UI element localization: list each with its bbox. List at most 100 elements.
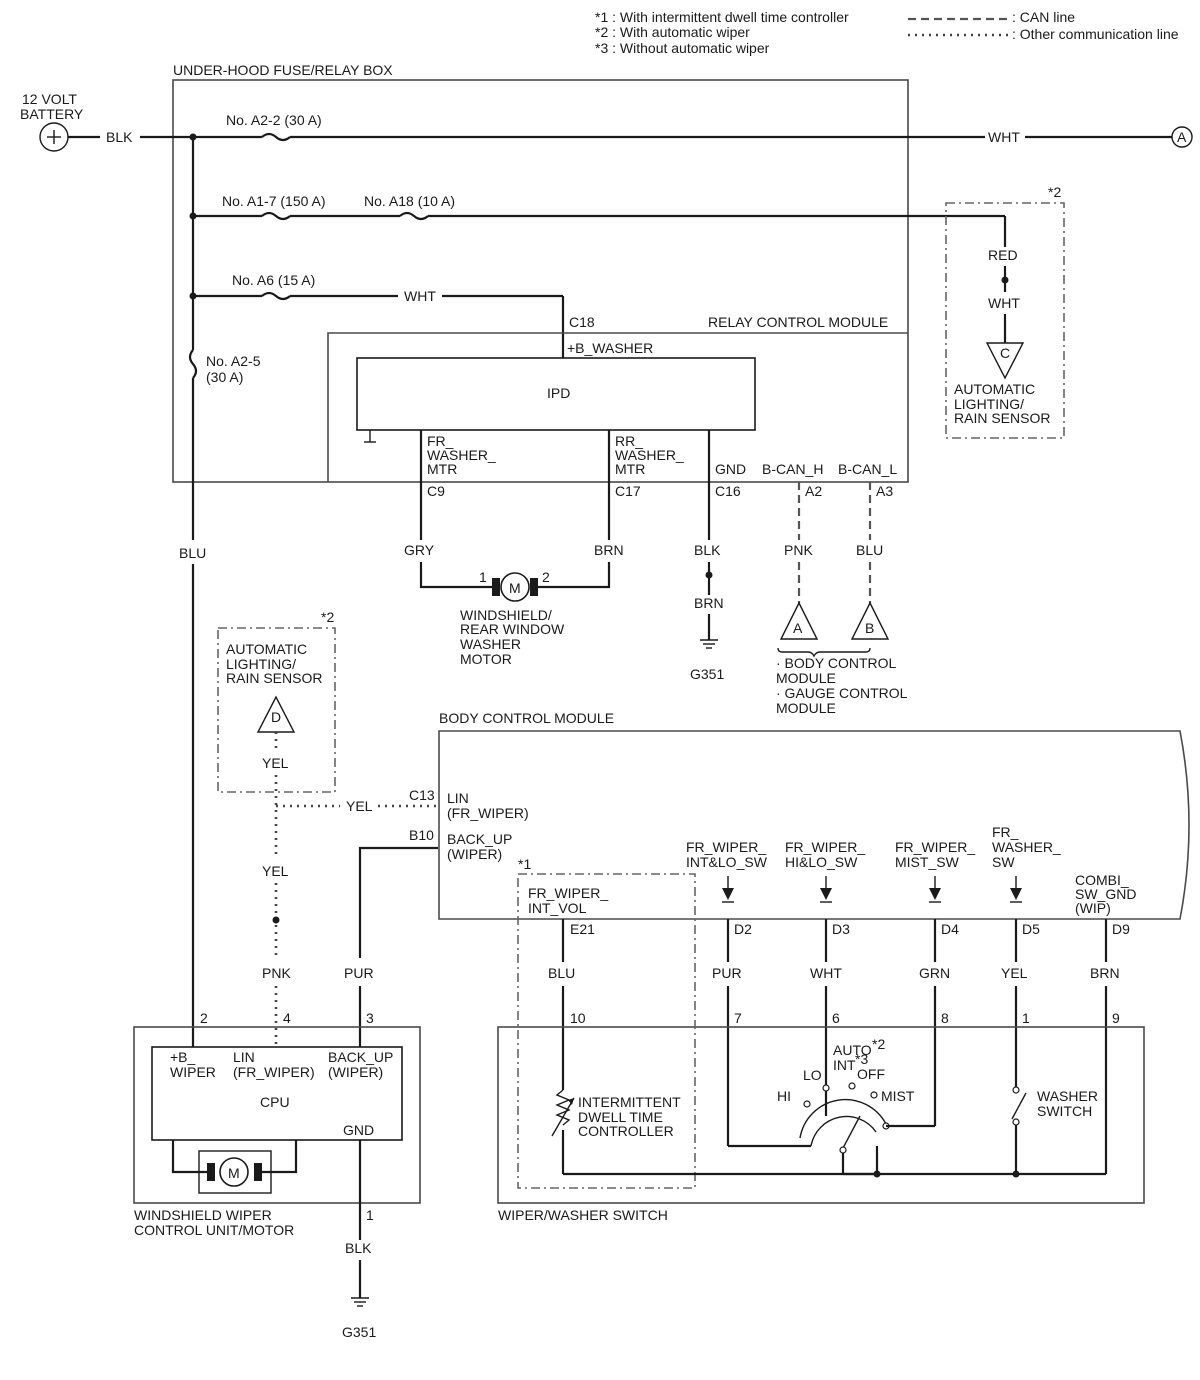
wm-gnd: GND xyxy=(343,1122,374,1138)
wire-blk-gnd: BLK xyxy=(345,1240,372,1256)
pin-c9: C9 xyxy=(427,483,445,499)
blu-feed: BLU xyxy=(179,545,206,1047)
washer-pin-2: 2 xyxy=(542,569,550,585)
washer-label-2: REAR WINDOW xyxy=(460,621,565,637)
fuse-a1-7-icon xyxy=(261,211,291,221)
relay-control-module: RELAY CONTROL MODULE C18 +B_WASHER IPD F… xyxy=(327,314,908,540)
controller-label-2: DWELL TIME xyxy=(578,1109,663,1125)
washer-motor-icon xyxy=(500,572,530,602)
wiper-unit-outline xyxy=(133,1026,421,1204)
wire-brn-ground: BRN xyxy=(694,595,724,611)
wm-backup-1: BACK_UP xyxy=(328,1049,393,1065)
pin-d4: D4 xyxy=(941,921,959,937)
battery-wire-label: BLK xyxy=(106,129,133,145)
pin-c13: C13 xyxy=(409,787,435,803)
wm-pin-gnd: 1 xyxy=(366,1207,374,1223)
combi-1: COMBI_ xyxy=(1075,872,1129,888)
wire-blk-top: BLK xyxy=(694,542,721,558)
wm-b-wiper-1: +B_ xyxy=(170,1049,196,1065)
pin-c17: C17 xyxy=(615,483,641,499)
int-vol-1: FR_WIPER_ xyxy=(528,885,608,901)
bcm-note-1: *1 xyxy=(518,856,531,872)
switch-int-note: *3 xyxy=(855,1051,868,1067)
gnd-label: GND xyxy=(715,461,746,477)
washer-switch-label-2: SWITCH xyxy=(1037,1103,1092,1119)
wiper-unit-title-1: WINDSHIELD WIPER xyxy=(134,1207,272,1223)
wire-gry: GRY xyxy=(404,542,435,558)
pin-d5: D5 xyxy=(1022,921,1040,937)
fuse-a1-7-label: No. A1-7 (150 A) xyxy=(222,193,326,209)
combi-2: SW_GND xyxy=(1075,886,1136,902)
can-target-3: · GAUGE CONTROL xyxy=(776,685,908,701)
connector-b-triangle xyxy=(850,601,890,640)
wire-blu-can: BLU xyxy=(856,542,883,558)
rain-sensor-left-label-2: LIGHTING/ xyxy=(226,656,296,672)
wiper-unit-title-2: CONTROL UNIT/MOTOR xyxy=(134,1222,294,1238)
rain-sensor-left: *2 AUTOMATIC LIGHTING/ RAIN SENSOR D YEL xyxy=(217,609,336,793)
legend-comm-label: : Other communication line xyxy=(1012,26,1179,42)
switch-wires xyxy=(561,919,1108,1174)
wire-pnk-lin: PNK xyxy=(262,965,291,981)
switch-auto: AUTO xyxy=(833,1042,872,1058)
fuse-a6-icon xyxy=(261,291,291,301)
rain-sensor-top-outline xyxy=(945,202,1065,439)
connector-a-label: A xyxy=(1177,129,1187,145)
wm-lin-1: LIN xyxy=(233,1049,255,1065)
sw-pin-10: 10 xyxy=(570,1010,586,1026)
wm-backup-2: (WIPER) xyxy=(328,1064,383,1080)
wire-wht-top: WHT xyxy=(988,129,1020,145)
washer-motor-m: M xyxy=(509,580,521,596)
rain-sensor-top-note: *2 xyxy=(1048,184,1061,200)
pin-a2: A2 xyxy=(805,483,822,499)
pin-b10: B10 xyxy=(409,827,434,843)
wire-red: RED xyxy=(988,247,1018,263)
wiper-motor-unit: WINDSHIELD WIPER CONTROL UNIT/MOTOR 2 4 … xyxy=(133,1010,421,1340)
bcm-title: BODY CONTROL MODULE xyxy=(439,710,614,726)
wire-brn-motor: BRN xyxy=(594,542,624,558)
ground-name-top: G351 xyxy=(690,666,724,682)
switch-int: INT xyxy=(833,1057,856,1073)
sw-pin-6: 6 xyxy=(832,1010,840,1026)
cpu-block xyxy=(151,1046,403,1141)
wiper-switch-title: WIPER/WASHER SWITCH xyxy=(498,1207,668,1223)
rain-sensor-left-label-3: RAIN SENSOR xyxy=(226,670,322,686)
pin-d3: D3 xyxy=(832,921,850,937)
connector-a-tri-label: A xyxy=(793,620,803,636)
sw-pin-1: 1 xyxy=(1022,1010,1030,1026)
wire-yel-h: YEL xyxy=(346,798,373,814)
wm-pin-2: 2 xyxy=(200,1010,208,1026)
washer-label-3: WASHER xyxy=(460,636,521,652)
washer-label-1: WINDSHIELD/ xyxy=(460,607,552,623)
connector-c-triangle xyxy=(985,342,1025,380)
pin-d9: D9 xyxy=(1112,921,1130,937)
fuse-a2-5-rating: (30 A) xyxy=(206,369,243,385)
switch-mist: MIST xyxy=(881,1088,915,1104)
bcm-backup: BACK_UP xyxy=(447,831,512,847)
washer-pin-1: 1 xyxy=(479,569,487,585)
body-control-module: BODY CONTROL MODULE C13 LIN (FR_WIPER) B… xyxy=(409,710,1190,981)
can-target-2: MODULE xyxy=(776,670,836,686)
rain-sensor-left-outline xyxy=(217,627,336,793)
dwell-controller-optional-outline xyxy=(517,873,696,1189)
connector-b-tri-label: B xyxy=(865,620,874,636)
legend-can-label: : CAN line xyxy=(1012,9,1075,25)
fuse-a18-label: No. A18 (10 A) xyxy=(364,193,455,209)
legend: *1 : With intermittent dwell time contro… xyxy=(595,9,1179,56)
wm-lin-2: (FR_WIPER) xyxy=(233,1064,315,1080)
hi-lo-2: HI&LO_SW xyxy=(785,854,858,870)
fr-washer-2: WASHER_ xyxy=(427,447,496,463)
ground-g351-top: BLK BRN G351 xyxy=(690,542,724,682)
rr-washer-2: WASHER_ xyxy=(615,447,684,463)
fr-washer-1: FR_ xyxy=(427,433,454,449)
wire-wht-sensor: WHT xyxy=(988,295,1020,311)
pin-e21: E21 xyxy=(570,921,595,937)
rr-washer-1: RR_ xyxy=(615,433,643,449)
can-target-4: MODULE xyxy=(776,700,836,716)
fuse-a18-icon xyxy=(399,211,429,221)
rain-sensor-top: *2 RED WHT C AUTOMATIC LIGHTING/ RAIN SE… xyxy=(945,184,1065,439)
switch-auto-note: *2 xyxy=(872,1036,885,1052)
connector-c-label: C xyxy=(1000,345,1010,361)
rain-sensor-top-label-3: RAIN SENSOR xyxy=(954,410,1050,426)
mist-2: MIST_SW xyxy=(895,854,960,870)
